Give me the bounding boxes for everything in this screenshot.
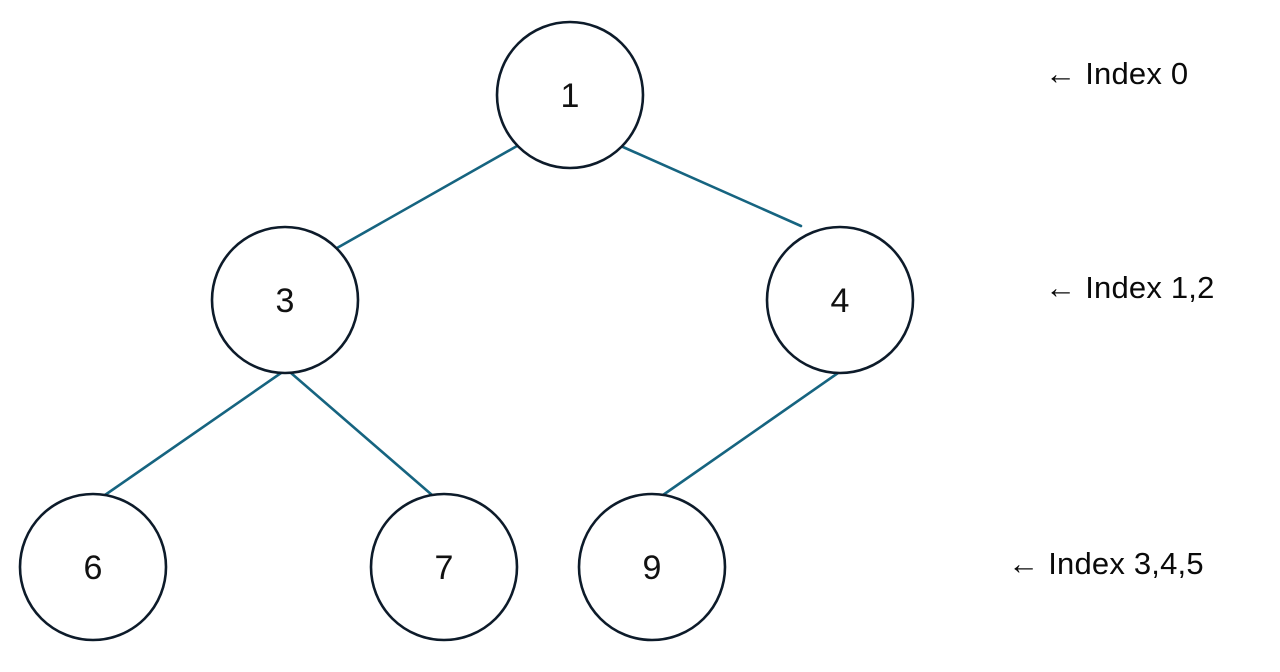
tree-edge <box>103 371 283 497</box>
tree-edge <box>621 145 803 228</box>
node-circle <box>369 492 519 642</box>
index-annotation-text: Index 0 <box>1085 56 1189 91</box>
tree-node[interactable]: 7 <box>369 492 519 642</box>
node-value-label: 4 <box>831 282 850 320</box>
left-arrow-icon: ← <box>1045 56 1077 91</box>
node-circle <box>210 225 360 375</box>
index-annotation: ←Index 0 <box>1045 58 1188 89</box>
tree-nodes: 1 3 4 6 7 9 <box>18 20 915 642</box>
node-circle <box>495 20 645 170</box>
node-value-label: 3 <box>276 282 295 320</box>
tree-node[interactable]: 6 <box>18 492 168 642</box>
tree-node[interactable]: 9 <box>577 492 727 642</box>
index-annotation: ←Index 1,2 <box>1045 272 1215 303</box>
left-arrow-icon: ← <box>1008 546 1040 581</box>
index-annotation-text: Index 1,2 <box>1085 270 1215 305</box>
tree-edge <box>335 144 519 250</box>
tree-node[interactable]: 1 <box>495 20 645 170</box>
node-value-label: 9 <box>643 549 662 587</box>
tree-edge <box>289 371 434 497</box>
node-value-label: 1 <box>561 77 580 115</box>
tree-node[interactable]: 4 <box>765 225 915 375</box>
index-annotation-text: Index 3,4,5 <box>1048 546 1204 581</box>
tree-edge <box>661 371 840 497</box>
node-circle <box>18 492 168 642</box>
tree-node[interactable]: 3 <box>210 225 360 375</box>
index-annotation: ←Index 3,4,5 <box>1008 548 1204 579</box>
tree-edges <box>103 144 840 497</box>
node-value-label: 6 <box>84 549 103 587</box>
node-circle <box>577 492 727 642</box>
node-circle <box>765 225 915 375</box>
left-arrow-icon: ← <box>1045 270 1077 305</box>
node-value-label: 7 <box>435 549 454 587</box>
